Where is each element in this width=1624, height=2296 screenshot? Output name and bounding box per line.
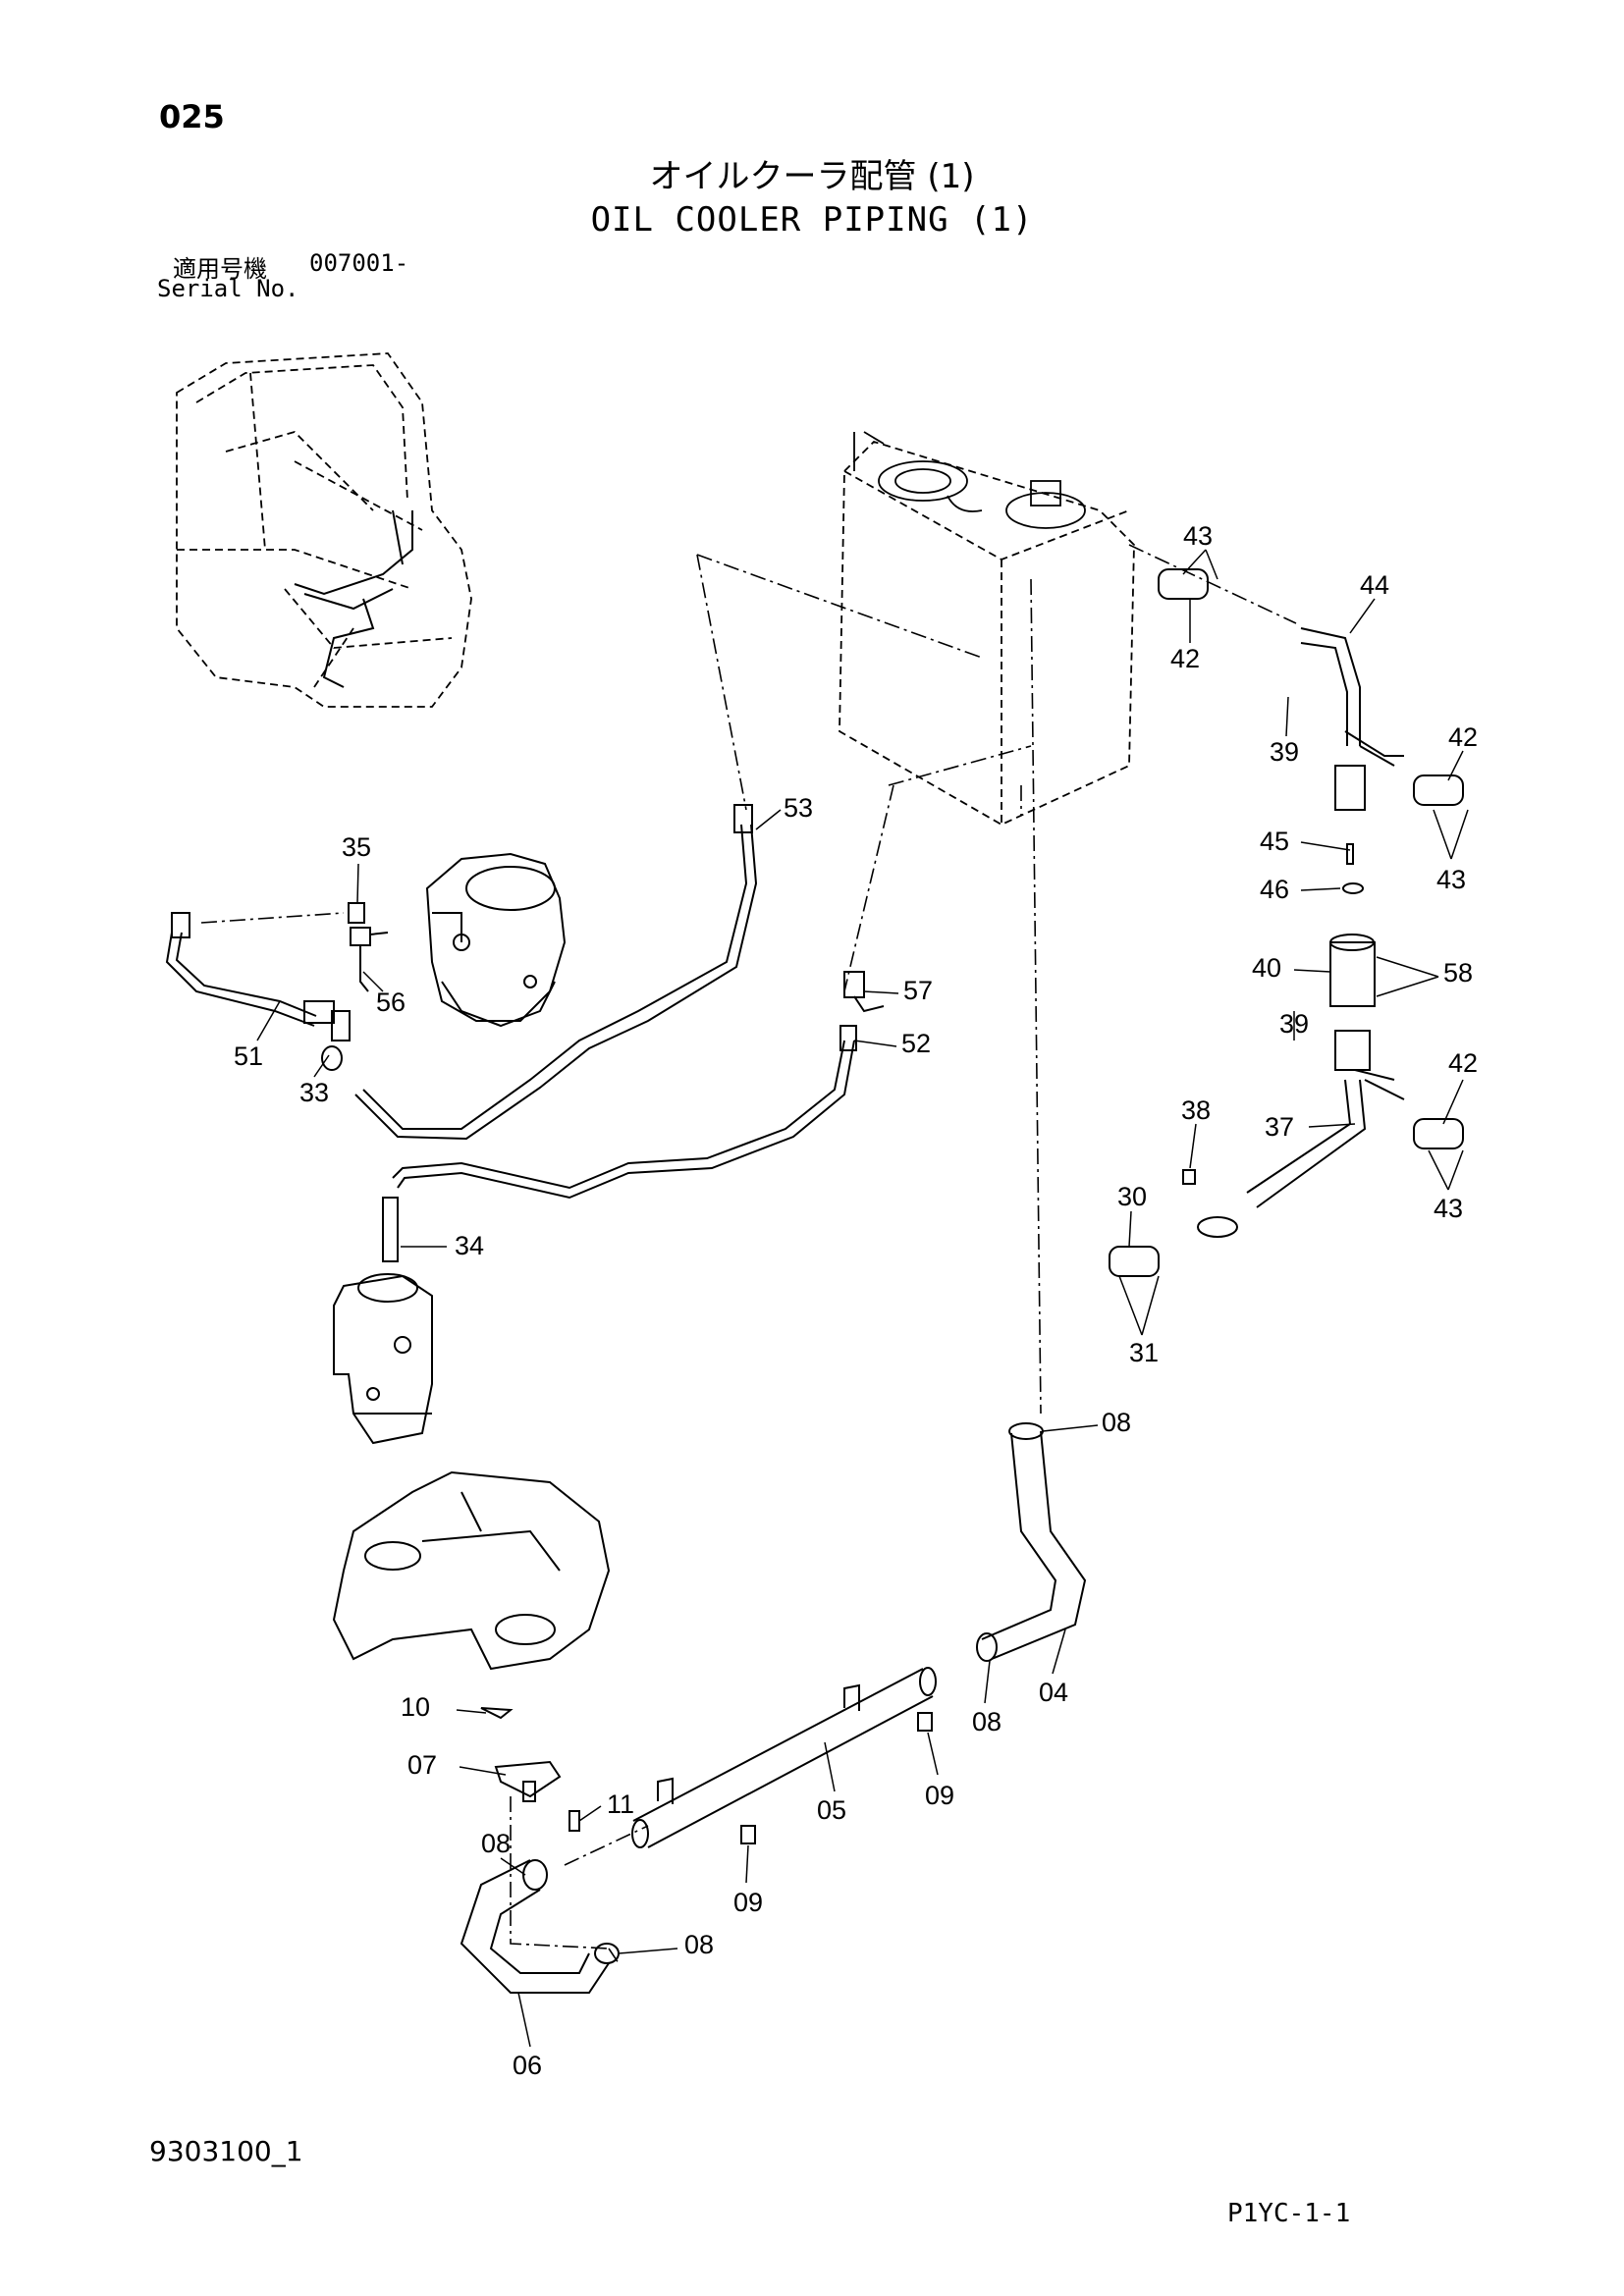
serial-value: 007001- (309, 249, 409, 277)
callout-label: 42 (1448, 1048, 1478, 1078)
machine-overview-sketch (176, 352, 472, 708)
callout-label: 42 (1448, 722, 1478, 752)
callout-label: 08 (684, 1930, 714, 1959)
callout-label: 11 (607, 1789, 634, 1819)
callout-label: 31 (1129, 1338, 1159, 1367)
callout-label: 37 (1265, 1112, 1294, 1142)
callout-leaders (256, 549, 1469, 2048)
callout-label: 56 (376, 988, 406, 1017)
callout-label: 08 (1102, 1408, 1131, 1437)
callout-label: 43 (1434, 1194, 1463, 1223)
page-number: 025 (159, 98, 225, 135)
callout-label: 51 (234, 1041, 263, 1071)
callout-label: 08 (481, 1829, 511, 1858)
callout-label: 34 (455, 1231, 484, 1260)
serial-label-english: Serial No. (157, 275, 299, 302)
hydraulic-tank (839, 431, 1135, 827)
title-japanese: オイルクーラ配管 (1) (649, 157, 975, 196)
callout-label: 45 (1260, 827, 1289, 856)
callout-label: 09 (733, 1888, 763, 1917)
callout-label: 33 (299, 1078, 329, 1107)
travel-motor (332, 1470, 611, 1671)
callout-label: 38 (1181, 1095, 1211, 1125)
callout-label: 07 (407, 1750, 437, 1780)
callout-label: 52 (901, 1029, 931, 1058)
leader-lines (200, 544, 1297, 1964)
callout-label: 57 (903, 976, 933, 1005)
serial-label-japanese: 適用号機 (173, 255, 267, 283)
callout-label: 40 (1252, 953, 1281, 983)
callout-label: 09 (925, 1781, 954, 1810)
hose-51 (165, 912, 351, 1071)
drawing-number: 9303100_1 (149, 2135, 303, 2167)
callout-label: 06 (513, 2051, 542, 2080)
callout-label: 39 (1270, 737, 1299, 767)
hose-53 (354, 804, 758, 1141)
callout-label: 30 (1117, 1182, 1147, 1211)
pipe-05 (631, 1667, 937, 1848)
control-valve (333, 1197, 433, 1445)
small-parts (480, 1707, 933, 1844)
pipe-04 (976, 1422, 1087, 1662)
machine-overview-piping (294, 509, 413, 688)
swing-motor (425, 852, 567, 1028)
callout-label: 35 (342, 832, 371, 862)
hose-52 (392, 971, 885, 1200)
callout-label: 43 (1183, 521, 1213, 551)
callout-label: 43 (1436, 865, 1466, 894)
callout-label: 58 (1443, 958, 1473, 988)
callout-label: 46 (1260, 875, 1289, 904)
callout-labels: 43 44 42 39 42 43 53 35 45 46 40 58 56 5… (234, 521, 1478, 2080)
title-english: OIL COOLER PIPING (1) (590, 200, 1034, 240)
fittings-35-56 (348, 902, 389, 992)
callout-label: 04 (1039, 1678, 1068, 1707)
callout-label: 05 (817, 1795, 846, 1825)
pipe-06 (460, 1859, 620, 1994)
callout-label: 42 (1170, 644, 1200, 673)
callout-label: 08 (972, 1707, 1001, 1736)
callout-label: 53 (784, 793, 813, 823)
right-piping (1109, 568, 1464, 1277)
sheet-code: P1YC-1-1 (1227, 2199, 1351, 2228)
callout-label: 10 (401, 1692, 430, 1722)
callout-label: 44 (1360, 570, 1389, 600)
